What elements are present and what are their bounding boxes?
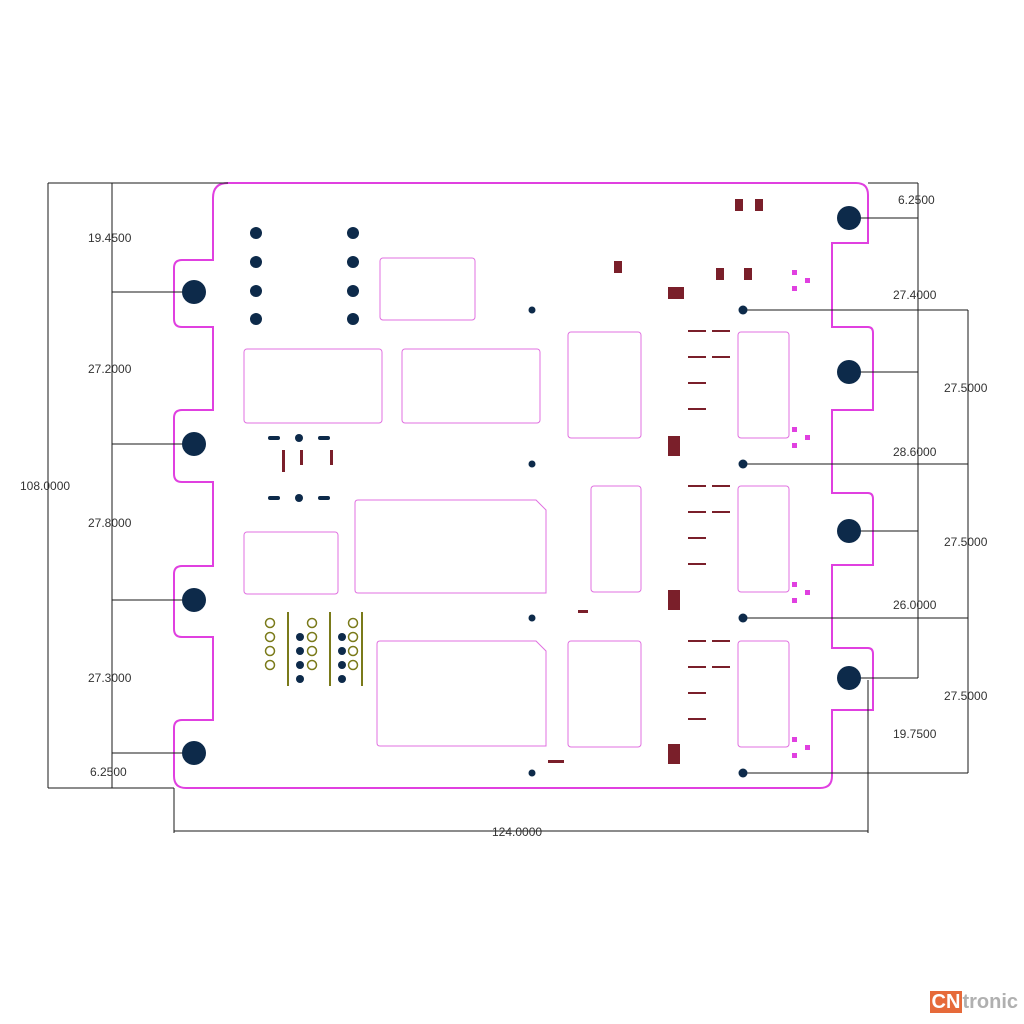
dim-total-width: 124.0000 <box>492 825 542 839</box>
dim-left-1: 19.4500 <box>88 231 132 245</box>
dim-left-2: 27.2000 <box>88 362 132 376</box>
via-clusters <box>282 199 763 764</box>
smd-pads <box>268 305 748 778</box>
dim-left-3: 27.8000 <box>88 516 132 530</box>
watermark-cn: CN <box>929 991 963 1013</box>
dim-right-7: 27.5000 <box>944 689 988 703</box>
dim-right-5: 27.5000 <box>944 535 988 549</box>
bottom-dimension <box>173 788 868 833</box>
terminal-pads <box>264 612 363 686</box>
watermark-rest: tronic <box>962 991 1018 1013</box>
dim-right-3: 27.5000 <box>944 381 988 395</box>
dim-left-4: 27.3000 <box>88 671 132 685</box>
left-dimensions <box>47 182 228 789</box>
connector-pads <box>250 227 359 325</box>
dim-right-6: 26.0000 <box>893 598 937 612</box>
dim-right-4: 28.6000 <box>893 445 937 459</box>
mounting-holes <box>182 206 861 765</box>
test-pads <box>792 270 810 758</box>
component-outlines <box>243 257 790 748</box>
dim-right-2: 27.4000 <box>893 288 937 302</box>
dim-right-1: 6.2500 <box>898 193 935 207</box>
dim-right-8: 19.7500 <box>893 727 937 741</box>
dim-left-5: 6.2500 <box>90 765 127 779</box>
dim-total-height: 108.0000 <box>20 479 70 493</box>
